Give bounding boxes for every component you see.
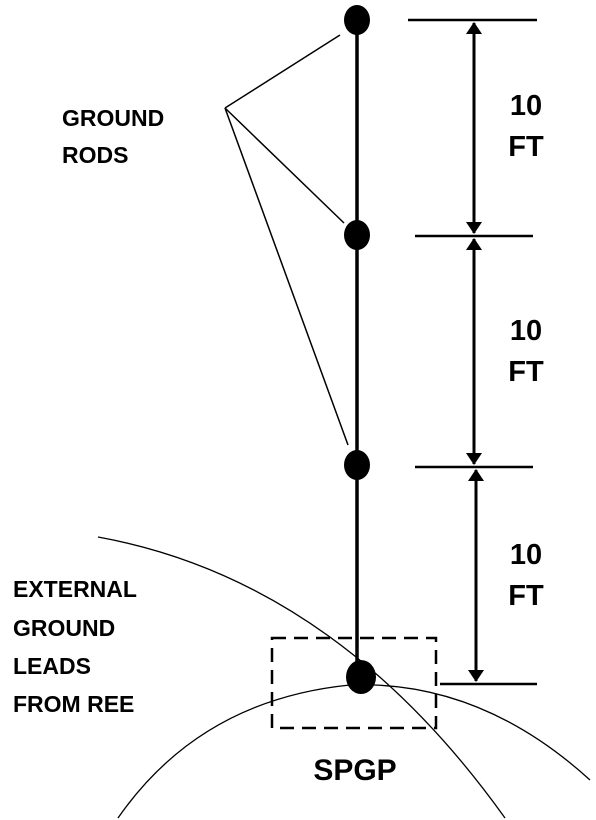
dim-value-3: 10 (510, 539, 542, 571)
ground-rods-label-line1: GROUND (62, 105, 164, 131)
ground-rods-label-line2: RODS (62, 142, 128, 168)
dim-unit-3: FT (508, 580, 544, 612)
dim-value-1: 10 (510, 90, 542, 122)
dim-value-2: 10 (510, 315, 542, 347)
ground-arc-upper (97, 536, 506, 819)
external-leads-label-line2: GROUND (13, 615, 115, 641)
dim-unit-1: FT (508, 131, 544, 163)
external-leads-label-line3: LEADS (13, 653, 91, 679)
external-leads-label-line4: FROM REE (13, 691, 134, 717)
dim-unit-2: FT (508, 356, 544, 388)
external-leads-label-line1: EXTERNAL (13, 576, 137, 602)
spgp-box (270, 636, 438, 730)
leader-line-rod-2 (224, 107, 345, 224)
spgp-label: SPGP (313, 754, 396, 787)
ground-arc-lower (117, 684, 591, 819)
leader-line-rod-1 (224, 34, 341, 109)
leader-line-rod-3 (224, 107, 349, 446)
ground-rod-2 (344, 220, 370, 250)
ground-rod-1 (344, 5, 370, 35)
ground-rod-3 (344, 450, 370, 480)
spgp-connection-point (346, 660, 376, 694)
